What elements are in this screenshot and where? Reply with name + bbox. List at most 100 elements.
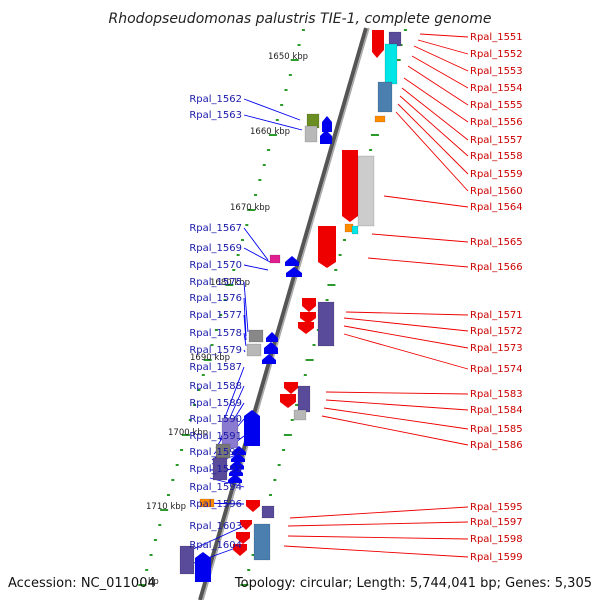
gene-label-forward[interactable]: Rpal_1570	[189, 260, 242, 271]
forward-gene-arrow[interactable]	[320, 130, 332, 144]
backbone	[198, 27, 370, 600]
gene-label-forward[interactable]: Rpal_1592	[189, 447, 242, 458]
gene-label-forward[interactable]: Rpal_1562	[189, 94, 242, 105]
gene-label-reverse[interactable]: Rpal_1556	[470, 117, 523, 128]
gene-block-gray[interactable]	[246, 343, 262, 357]
gene-label-forward[interactable]: Rpal_1588	[189, 381, 242, 392]
gene-block-gray[interactable]	[357, 155, 375, 227]
gene-label-forward[interactable]: Rpal_1563	[189, 110, 242, 121]
gene-label-reverse[interactable]: Rpal_1599	[470, 552, 523, 563]
gene-label-reverse[interactable]: Rpal_1558	[470, 151, 523, 162]
gene-label-forward[interactable]: Rpal_1589	[189, 398, 242, 409]
gene-label-reverse[interactable]: Rpal_1586	[470, 440, 523, 451]
reverse-gene-arrow[interactable]	[372, 40, 382, 58]
gene-block-orange[interactable]	[374, 115, 386, 123]
forward-gene-arrow[interactable]	[266, 332, 278, 342]
gene-label-forward[interactable]: Rpal_1603	[189, 521, 242, 532]
forward-gene-arrow[interactable]	[286, 267, 302, 277]
gene-label-reverse[interactable]: Rpal_1585	[470, 424, 523, 435]
gene-label-forward[interactable]: Rpal_1604	[189, 540, 242, 551]
reverse-gene-arrow[interactable]	[302, 298, 316, 312]
gene-label-forward[interactable]: Rpal_1594	[189, 482, 242, 493]
gene-label-forward[interactable]: Rpal_1579	[189, 345, 242, 356]
gene-label-forward[interactable]: Rpal_1578	[189, 328, 242, 339]
gene-block-steel[interactable]	[253, 523, 271, 561]
gene-label-reverse[interactable]: Rpal_1598	[470, 534, 523, 545]
gene-label-reverse[interactable]: Rpal_1560	[470, 186, 523, 197]
gene-label-reverse[interactable]: Rpal_1571	[470, 310, 523, 321]
gene-label-forward[interactable]: Rpal_1577	[189, 310, 242, 321]
reverse-gene-arrow[interactable]	[342, 150, 358, 222]
gene-label-forward[interactable]: Rpal_1590	[189, 414, 242, 425]
gene-label-reverse[interactable]: Rpal_1552	[470, 49, 523, 60]
gene-label-reverse[interactable]: Rpal_1565	[470, 237, 523, 248]
reverse-gene-arrow[interactable]	[284, 382, 298, 394]
gene-block-cyan[interactable]	[384, 43, 398, 85]
leader-line	[243, 314, 247, 341]
gene-label-reverse[interactable]: Rpal_1573	[470, 343, 523, 354]
gene-label-forward[interactable]: Rpal_1591	[189, 431, 242, 442]
forward-gene-arrow[interactable]	[264, 342, 278, 354]
reverse-gene-arrow[interactable]	[246, 500, 260, 512]
gene-block-steel[interactable]	[377, 81, 393, 113]
forward-gene-arrow[interactable]	[285, 256, 299, 266]
gene-block-cyan[interactable]	[351, 225, 359, 235]
gene-label-reverse[interactable]: Rpal_1551	[470, 32, 523, 43]
gene-label-reverse[interactable]: Rpal_1554	[470, 83, 523, 94]
forward-gene-arrow[interactable]	[244, 410, 260, 446]
reverse-gene-arrow[interactable]	[300, 312, 316, 324]
gene-label-reverse[interactable]: Rpal_1583	[470, 389, 523, 400]
gene-label-reverse[interactable]: Rpal_1564	[470, 202, 523, 213]
gene-label-reverse[interactable]: Rpal_1566	[470, 262, 523, 273]
scale-label: 1670 kbp	[230, 203, 270, 213]
gene-block-purple[interactable]	[212, 457, 228, 481]
gene-block-purple[interactable]	[261, 505, 275, 519]
gene-label-reverse[interactable]: Rpal_1597	[470, 517, 523, 528]
leader-line	[325, 399, 469, 411]
gene-label-reverse[interactable]: Rpal_1572	[470, 326, 523, 337]
gene-label-reverse[interactable]: Rpal_1574	[470, 364, 523, 375]
gene-block-magenta[interactable]	[269, 254, 281, 264]
gene-label-reverse[interactable]: Rpal_1584	[470, 405, 523, 416]
gene-block-purple[interactable]	[317, 301, 335, 347]
gene-label-reverse[interactable]: Rpal_1559	[470, 169, 523, 180]
forward-gene-arrow[interactable]	[228, 474, 242, 483]
forward-gene-arrow[interactable]	[232, 446, 246, 455]
gene-label-reverse[interactable]: Rpal_1555	[470, 100, 523, 111]
gene-block-purple[interactable]	[179, 545, 195, 575]
gene-label-reverse[interactable]: Rpal_1595	[470, 502, 523, 513]
gene-label-forward[interactable]: Rpal_1575	[189, 277, 242, 288]
leader-line	[325, 391, 469, 395]
forward-gene-arrow[interactable]	[229, 467, 243, 476]
gene-block-purple[interactable]	[297, 385, 311, 413]
forward-gene-arrow[interactable]	[230, 460, 244, 469]
forward-gene-arrow[interactable]	[231, 453, 245, 462]
gene-block-gray[interactable]	[304, 125, 318, 143]
gene-label-forward[interactable]: Rpal_1593	[189, 464, 242, 475]
gene-block-gray[interactable]	[248, 329, 264, 343]
reverse-gene-arrow[interactable]	[233, 544, 247, 556]
gene-label-forward[interactable]: Rpal_1567	[189, 223, 242, 234]
reverse-gene-arrow[interactable]	[280, 394, 296, 408]
leader-line	[243, 247, 271, 263]
forward-gene-arrow[interactable]	[262, 354, 276, 364]
gene-label-forward[interactable]: Rpal_1587	[189, 362, 242, 373]
reverse-gene-arrow[interactable]	[236, 532, 250, 544]
gene-block-gray[interactable]	[293, 409, 307, 421]
forward-gene-arrow[interactable]	[195, 552, 211, 582]
gene-label-reverse[interactable]: Rpal_1553	[470, 66, 523, 77]
gene-label-reverse[interactable]: Rpal_1557	[470, 135, 523, 146]
leader-line	[243, 98, 301, 121]
gene-label-forward[interactable]: Rpal_1576	[189, 293, 242, 304]
gene-block-orange[interactable]	[199, 498, 215, 508]
leader-line	[243, 264, 269, 271]
leader-line	[403, 77, 469, 123]
leader-line	[243, 227, 269, 261]
gene-label-forward[interactable]: Rpal_1569	[189, 243, 242, 254]
gene-label-forward[interactable]: Rpal_1596	[189, 499, 242, 510]
leader-line	[287, 521, 469, 527]
forward-gene-arrow[interactable]	[322, 116, 332, 132]
reverse-gene-arrow[interactable]	[240, 520, 252, 530]
reverse-gene-arrow[interactable]	[298, 322, 314, 334]
reverse-gene-arrow[interactable]	[318, 226, 336, 268]
